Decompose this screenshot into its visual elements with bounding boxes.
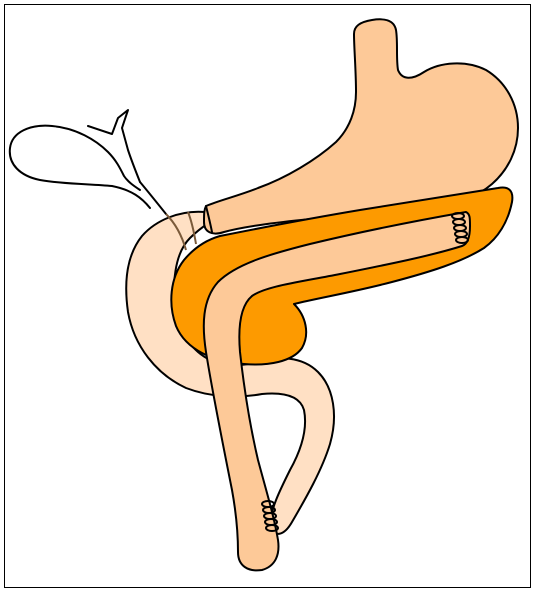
gallbladder xyxy=(10,126,150,208)
